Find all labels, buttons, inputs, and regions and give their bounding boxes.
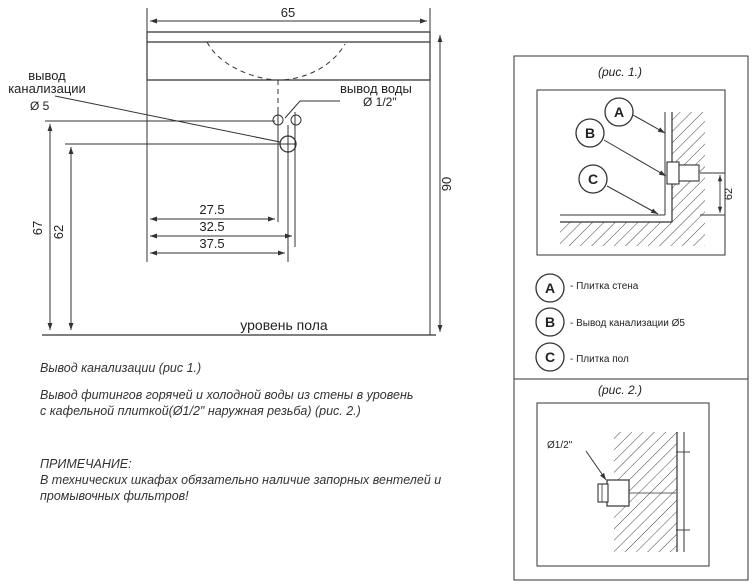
sink-top — [146, 31, 431, 81]
callout-a-letter: A — [614, 104, 624, 120]
dim-62-label: 62 — [51, 225, 66, 239]
legend-c-letter: C — [545, 349, 555, 365]
callout-b — [575, 118, 605, 148]
dim-27-5-label: 27.5 — [199, 202, 224, 217]
water-diameter-label: Ø 1/2" — [363, 95, 397, 109]
fig2-fitting-thread — [597, 483, 609, 503]
dim-67-label: 67 — [30, 221, 45, 235]
cold-water-outlet — [290, 114, 302, 126]
legend-a-text: - Плитка стена — [570, 281, 639, 292]
main-drawing — [42, 8, 443, 336]
basin-hidden-line — [206, 41, 346, 81]
note-drain: Вывод канализации (рис 1.) — [40, 361, 202, 375]
note-title: ПРИМЕЧАНИЕ: — [40, 457, 132, 471]
fig1-frame — [536, 89, 726, 256]
panel-frame — [513, 55, 749, 581]
fig2-caption: (рис. 2.) — [598, 383, 642, 397]
dim-37-5-label: 37.5 — [199, 236, 224, 251]
drain-label-line2: канализации — [8, 81, 86, 96]
water-leader — [284, 100, 340, 119]
callout-b-letter: B — [585, 125, 595, 141]
legend-c-text: - Плитка пол — [570, 354, 629, 365]
legend-b-letter: B — [545, 314, 555, 330]
callout-c — [578, 164, 608, 194]
note-line2: промывочных фильтров! — [40, 489, 189, 503]
legend-a-letter: A — [545, 280, 555, 296]
drain-leader — [54, 95, 281, 143]
fig2-diameter: Ø1/2" — [547, 440, 573, 451]
fig1-dim-62: 62 — [723, 188, 735, 200]
width-label: 65 — [281, 5, 295, 20]
note-fittings-line1: Вывод фитингов горячей и холодной воды и… — [40, 388, 414, 402]
fig1-caption: (рис. 1.) — [598, 65, 642, 79]
height-label: 90 — [439, 177, 454, 191]
drain-diameter-label: Ø 5 — [30, 99, 50, 113]
fig1-drain-flange — [666, 161, 680, 185]
right-panel — [513, 55, 749, 581]
drain-label-line1: вывод — [28, 68, 66, 83]
fig1-drain-pipe — [678, 164, 700, 182]
note-line1: В технических шкафах обязательно наличие… — [40, 473, 442, 487]
callout-a — [604, 97, 634, 127]
note-fittings-line2: с кафельной плиткой(Ø1/2" наружная резьб… — [40, 404, 361, 418]
callout-c-letter: C — [588, 171, 598, 187]
water-label: вывод воды — [340, 81, 412, 96]
fig2-frame — [536, 402, 710, 567]
legend-b-text: - Вывод канализации Ø5 — [570, 318, 685, 329]
fig2-fitting-body — [606, 479, 630, 507]
hot-water-outlet — [272, 114, 284, 126]
floor-label: уровень пола — [240, 317, 328, 333]
dim-32-5-label: 32.5 — [199, 219, 224, 234]
